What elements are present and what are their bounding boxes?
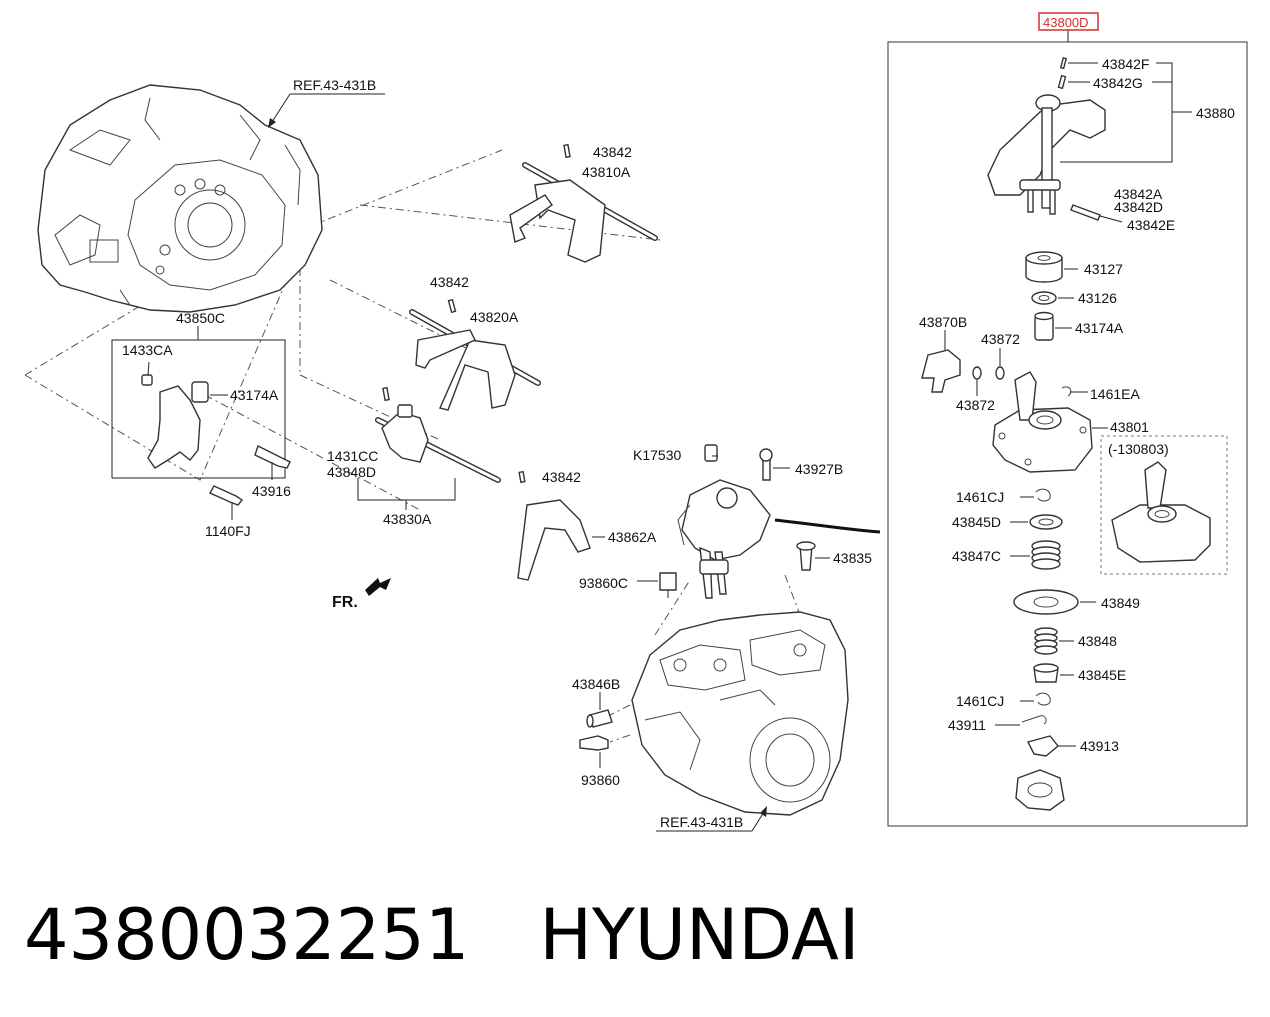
ref-label-top: REF.43-431B [293,77,376,93]
label-43842f: 43842F [1102,56,1149,72]
label-43842-mid: 43842 [430,274,469,290]
label-43916: 43916 [252,483,291,499]
ref-label-bottom: REF.43-431B [660,814,743,830]
label-93860: 93860 [581,772,620,788]
label-93860c: 93860C [579,575,628,591]
label-43842-low: 43842 [542,469,581,485]
label-43862a: 43862A [608,529,657,545]
label-43842d: 43842D [1114,199,1163,215]
plug-43846b [586,692,613,728]
label-variant-note: (-130803) [1108,441,1169,457]
assembly-code-label: 43800D [1043,15,1089,30]
rings-43872 [972,348,1005,396]
variant-box [1100,435,1228,575]
shift-rail-43830a [357,386,501,510]
label-43174a-left: 43174A [230,387,279,403]
label-43810a: 43810A [582,164,631,180]
clip-1461cj-lower [1020,692,1051,706]
label-43911: 43911 [948,717,986,733]
label-43913: 43913 [1080,738,1119,754]
label-43842g: 43842G [1093,75,1143,91]
spring-43848 [1034,627,1074,655]
shift-rail-43820a [409,298,541,411]
label-43846b: 43846B [572,676,620,692]
label-43820a: 43820A [470,309,519,325]
washer-43849 [1013,589,1096,615]
assembly-code-box [1038,12,1099,31]
bracket-43870b [921,330,961,393]
label-43842a: 43842A [1114,186,1163,202]
label-43845e: 43845E [1078,667,1126,683]
label-43845d: 43845D [952,514,1001,530]
reference-bottom: REF.43-431B [656,806,767,832]
brand-name: HYUNDAI [539,894,860,976]
right-labels: 43842F 43842G 43880 43842A 43842D 43842E… [919,56,1235,754]
label-43830a: 43830A [383,511,432,527]
label-43847c: 43847C [952,548,1001,564]
parts-diagram: REF.43-431B [24,12,1248,832]
label-43174a-right: 43174A [1075,320,1124,336]
lever-43913 [1026,735,1076,757]
label-43880: 43880 [1196,105,1235,121]
clip-1461cj-upper [1020,488,1051,502]
reference-top: REF.43-431B [268,77,385,128]
shift-control-assembly [659,444,881,599]
label-43850c: 43850C [176,310,225,326]
seal-43126 [1031,291,1074,305]
label-43842-top: 43842 [593,144,632,160]
label-43848: 43848 [1078,633,1117,649]
label-43870b: 43870B [919,314,967,330]
label-43872-b: 43872 [956,397,995,413]
label-43848d: 43848D [327,464,376,480]
part-caption: 4380032251 HYUNDAI [24,890,860,980]
bolt-43916 [254,445,291,480]
retainer-43845d [1010,514,1063,530]
bracket-group-43850c [111,326,286,479]
spring-43847c [1010,540,1061,570]
label-1461cj-b: 1461CJ [956,693,1004,709]
part-number: 4380032251 [24,894,470,976]
label-43126: 43126 [1078,290,1117,306]
label-43127: 43127 [1084,261,1123,277]
shift-fork-43862a [517,470,605,581]
bolt-1140fj [209,485,244,520]
bushing-43174a-right [1034,311,1072,341]
pin-43911 [995,715,1047,726]
clutch-housing-illustration [37,84,323,313]
label-43849: 43849 [1101,595,1140,611]
label-k17530: K17530 [633,447,681,463]
housing-bottom-illustration [1015,769,1065,811]
cover-43801 [992,371,1108,473]
label-1140fj: 1140FJ [205,523,251,539]
label-1461cj-a: 1461CJ [956,489,1004,505]
shift-lever-43880 [987,57,1192,223]
label-43835: 43835 [833,550,872,566]
retainer-43845e [1033,663,1074,683]
label-43842e: 43842E [1127,217,1175,233]
label-1461ea: 1461EA [1090,386,1140,402]
front-marker-label: FR. [332,594,358,611]
clip-1461ea [1061,386,1088,397]
label-43801: 43801 [1110,419,1149,435]
label-1433ca: 1433CA [122,342,173,358]
shift-rail-43810a [509,143,658,263]
switch-93860 [579,735,609,768]
bushing-43127 [1025,251,1078,283]
transmission-case-illustration [631,611,849,816]
front-arrow-icon [365,578,391,596]
label-43927b: 43927B [795,461,843,477]
label-43872-a: 43872 [981,331,1020,347]
left-labels: 43842 43810A 43842 43820A 43850C 1433CA … [122,144,872,788]
label-1431cc: 1431CC [327,448,378,464]
